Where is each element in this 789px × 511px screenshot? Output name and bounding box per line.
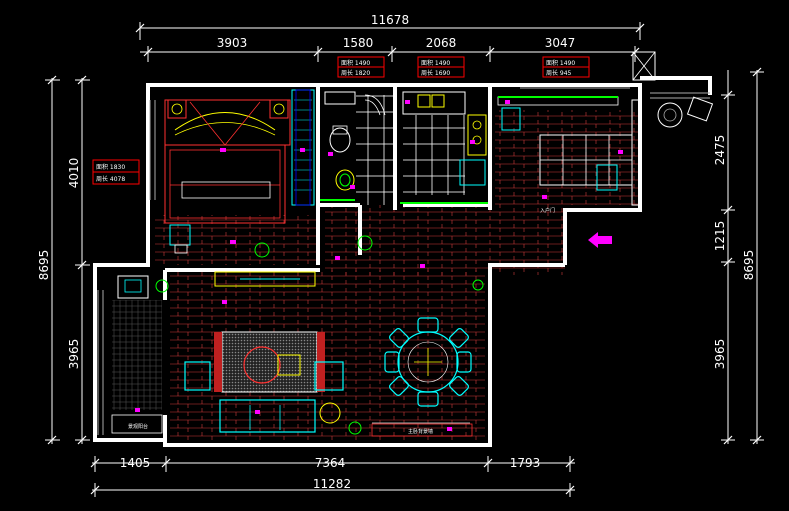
dimension-ticks xyxy=(47,23,762,495)
kitchen-tag-area: 面积 1490 xyxy=(421,59,450,67)
study-tag-area: 面积 1490 xyxy=(546,59,575,67)
balcony-washer xyxy=(117,275,149,299)
label-tv-wall: 主卧背景墙 xyxy=(408,428,433,435)
bath-tag-perimeter: 周长 1820 xyxy=(341,69,370,77)
walls xyxy=(93,76,712,447)
dim-bottom-seg-3: 1793 xyxy=(510,456,541,470)
dim-bottom-seg-1: 1405 xyxy=(120,456,151,470)
dim-top-seg-4: 3047 xyxy=(545,36,576,50)
dining-table xyxy=(384,317,472,407)
dim-top-total: 11678 xyxy=(371,13,409,27)
kitchen-tile-floor xyxy=(403,115,465,195)
bedroom-tag-perimeter: 周长 4078 xyxy=(96,175,125,183)
dim-top-seg-1: 3903 xyxy=(217,36,248,50)
dim-right-total: 8695 xyxy=(742,250,756,281)
study-tag-perimeter: 周长 945 xyxy=(546,69,572,77)
label-door: 入户门 xyxy=(540,207,555,214)
north-shaft-icon xyxy=(632,51,656,81)
bath-tag-area: 面积 1490 xyxy=(341,59,370,67)
coffee-table xyxy=(243,346,281,384)
bedroom-area-tag: 面积 1830 周长 4078 xyxy=(92,159,140,185)
dimension-lines xyxy=(45,22,764,497)
markers xyxy=(135,100,623,431)
kitchen-tag-perimeter: 周长 1690 xyxy=(421,69,450,77)
study-area-tag: 面积 1490 周长 945 xyxy=(542,56,590,78)
armchair-left xyxy=(184,361,211,391)
window-lines xyxy=(97,87,710,435)
sofa xyxy=(219,399,316,433)
kitchen-area-tag: 面积 1490 周长 1690 xyxy=(417,56,465,78)
dim-left-seg-1: 4010 xyxy=(67,158,81,189)
dim-left-total: 8695 xyxy=(37,250,51,281)
tv-cabinet xyxy=(214,271,316,287)
balcony-floor xyxy=(112,300,162,410)
dim-right-seg-3: 3965 xyxy=(713,339,727,370)
bedroom-tag-area: 面积 1830 xyxy=(96,163,125,171)
dim-right-seg-1: 2475 xyxy=(713,135,727,166)
study xyxy=(497,96,641,206)
terrace-furniture xyxy=(657,96,714,128)
armchair-right xyxy=(314,361,344,391)
floor-fan xyxy=(319,402,341,424)
dim-left-seg-2: 3965 xyxy=(67,339,81,370)
dim-bottom-seg-2: 7364 xyxy=(315,456,346,470)
living-rug xyxy=(221,331,318,393)
dim-top-seg-3: 2068 xyxy=(426,36,457,50)
dim-top-seg-2: 1580 xyxy=(343,36,374,50)
plants xyxy=(155,235,484,293)
dim-bottom-total: 11282 xyxy=(313,477,351,491)
bathroom xyxy=(324,91,386,191)
rug-border-left xyxy=(214,332,222,392)
label-balcony: 景观阳台 xyxy=(128,423,148,430)
dining-sideboard xyxy=(371,423,473,437)
bath-area-tag: 面积 1490 周长 1820 xyxy=(337,56,385,78)
bath-tile-floor xyxy=(356,95,396,205)
entrance-arrow-icon xyxy=(588,232,612,248)
dim-right-seg-2: 1215 xyxy=(713,221,727,252)
study-floor xyxy=(495,110,640,205)
kitchen xyxy=(320,91,488,204)
